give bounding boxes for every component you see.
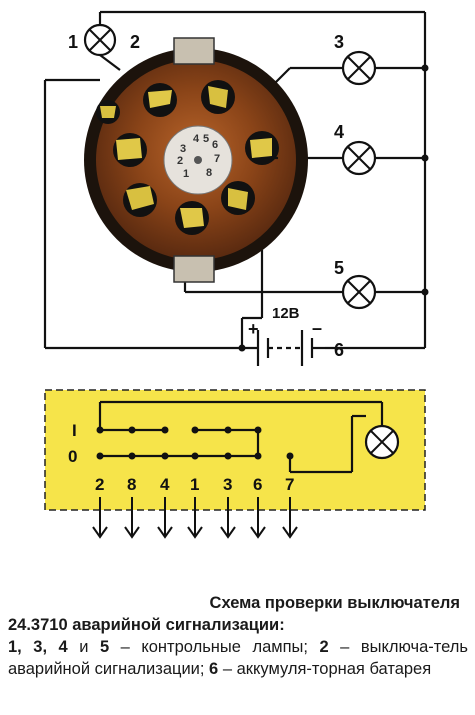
lamp-1 bbox=[83, 23, 117, 57]
arrow-down-icon bbox=[250, 497, 266, 539]
caption-part: 2 bbox=[319, 638, 329, 656]
terminal-label: 1 bbox=[190, 475, 199, 494]
terminal-label: 8 bbox=[127, 475, 136, 494]
output-arrows bbox=[92, 497, 298, 539]
caption-title: Схема проверки выключателя bbox=[209, 594, 460, 612]
row-label-on: I bbox=[72, 421, 77, 440]
caption-part: 5 bbox=[99, 638, 110, 656]
terminal-label: 3 bbox=[223, 475, 232, 494]
caption-body: 1, 3, 4 и 5 – контрольные лампы; 2 – вык… bbox=[8, 636, 468, 680]
pin-number: 8 bbox=[206, 167, 212, 179]
row-label-off: 0 bbox=[68, 447, 77, 466]
figure-caption: Схема проверки выключателя 24.3710 авари… bbox=[8, 592, 468, 680]
label-battery-6: 6 bbox=[334, 340, 344, 360]
lower-scheme: I 0 bbox=[44, 389, 426, 539]
pin-number: 2 bbox=[177, 155, 183, 167]
caption-part: 6 bbox=[209, 660, 219, 678]
terminal-label: 6 bbox=[253, 475, 262, 494]
lamp-4 bbox=[341, 140, 377, 176]
pin-number: 3 bbox=[180, 143, 186, 155]
arrow-down-icon bbox=[282, 497, 298, 539]
label-switch-2: 2 bbox=[130, 32, 140, 52]
caption-part: и bbox=[67, 638, 100, 656]
caption-part: 1, 3, 4 bbox=[8, 638, 68, 656]
voltage-label: 12В bbox=[272, 305, 300, 322]
caption-part: – аккумуля-торная батарея bbox=[218, 660, 432, 678]
terminal-label: 4 bbox=[160, 475, 170, 494]
pin-number: 1 bbox=[183, 168, 189, 180]
terminal-label: 7 bbox=[285, 475, 294, 494]
arrow-down-icon bbox=[124, 497, 140, 539]
terminal-numbers: 2 8 4 1 3 6 7 bbox=[95, 475, 294, 494]
plus-sign: + bbox=[248, 319, 259, 339]
junction-dots bbox=[238, 64, 429, 352]
pin-number: 4 bbox=[193, 133, 200, 145]
caption-part: – контрольные лампы; bbox=[109, 638, 320, 656]
switch-disc: 4 5 6 3 7 2 1 8 bbox=[84, 37, 308, 283]
caption-part: – выключа-тель аварийной сигнализации; bbox=[8, 638, 469, 678]
arrow-down-icon bbox=[92, 497, 108, 539]
upper-wiring bbox=[43, 10, 427, 366]
terminal-label: 2 bbox=[95, 475, 104, 494]
label-lamp-5: 5 bbox=[334, 258, 344, 278]
arrow-down-icon bbox=[187, 497, 203, 539]
test-lamp bbox=[364, 424, 400, 460]
wiring-diagram: 4 5 6 3 7 2 1 8 bbox=[43, 10, 429, 539]
label-lamp-4: 4 bbox=[334, 122, 344, 142]
pin-number: 7 bbox=[214, 153, 220, 165]
label-lamp-1: 1 bbox=[68, 32, 78, 52]
pin-number: 5 bbox=[203, 133, 209, 145]
arrow-down-icon bbox=[157, 497, 173, 539]
terminal-holes bbox=[96, 80, 279, 235]
center-pin-numbers: 4 5 6 3 7 2 1 8 bbox=[177, 133, 220, 180]
contact-dots bbox=[96, 426, 294, 460]
upper-labels: 1 2 3 4 5 12В + – 6 bbox=[68, 32, 344, 360]
pin-number: 6 bbox=[212, 139, 218, 151]
caption-subtitle: 24.3710 аварийной сигнализации: bbox=[8, 616, 285, 634]
lamp-3 bbox=[341, 50, 377, 86]
arrow-down-icon bbox=[220, 497, 236, 539]
label-lamp-3: 3 bbox=[334, 32, 344, 52]
lamp-5 bbox=[341, 274, 377, 310]
lamps bbox=[83, 23, 377, 310]
minus-sign: – bbox=[312, 318, 322, 338]
